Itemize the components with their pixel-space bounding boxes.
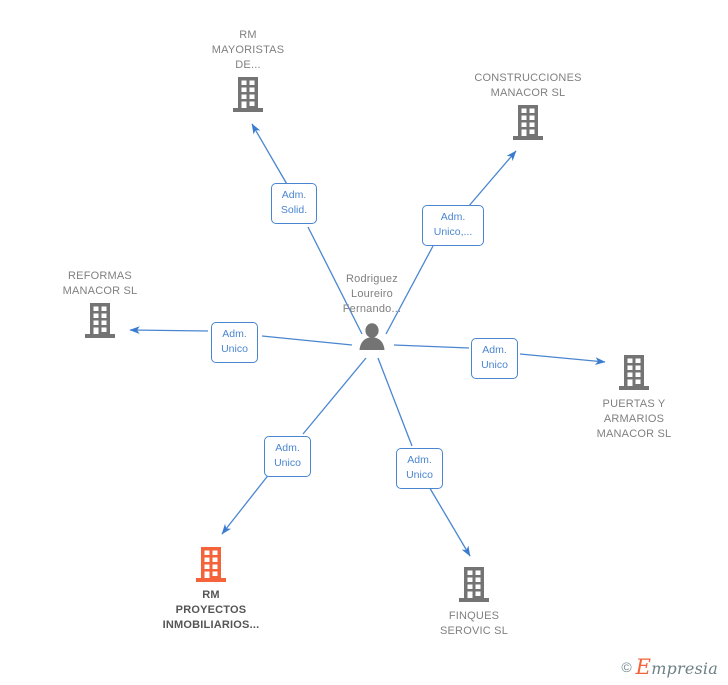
node-label-rm-proyectos-inmobiliarios: RM PROYECTOS INMOBILIARIOS... [162,589,260,631]
building-icon [459,567,489,602]
person-icon [359,323,385,350]
node-rm-mayoristas[interactable]: RM MAYORISTAS DE... [168,28,328,113]
edge-puertas-armarios[interactable] [393,344,606,365]
brand-name: Empresia [636,655,718,679]
edge-label-rm-proyectos[interactable]: Adm. Unico [264,436,311,477]
edge-rm-proyectos[interactable] [221,357,367,535]
building-icon-wrap [554,355,714,391]
building-icon [233,77,263,112]
person-icon-wrap [302,322,442,350]
node-person-center[interactable]: Rodriguez Loureiro Fernando... [302,272,442,350]
node-puertas-armarios-manacor[interactable]: PUERTAS Y ARMARIOS MANACOR SL [554,355,714,442]
node-rm-proyectos-inmobiliarios[interactable]: RM PROYECTOS INMOBILIARIOS... [131,547,291,633]
edge-label-reformas-manacor[interactable]: Adm. Unico [211,322,258,363]
node-label-rm-mayoristas: RM MAYORISTAS DE... [211,29,285,71]
building-icon [196,547,226,582]
edge-label-rm-mayoristas[interactable]: Adm. Solid. [271,183,317,224]
building-icon-wrap [25,303,175,339]
brand-rest: mpresia [651,659,718,678]
node-finques-serovic[interactable]: FINQUES SEROVIC SL [399,567,549,639]
node-reformas-manacor[interactable]: REFORMAS MANACOR SL [25,269,175,339]
building-icon-wrap [399,567,549,603]
edge-label-finques-serovic[interactable]: Adm. Unico [396,448,443,489]
edge-construcciones-manacor[interactable] [385,150,517,335]
node-label-reformas-manacor: REFORMAS MANACOR SL [62,270,138,297]
node-label-finques-serovic: FINQUES SEROVIC SL [439,610,509,637]
copyright-icon: © [621,659,632,675]
building-icon-wrap [438,105,618,141]
building-icon-wrap [168,77,328,113]
node-label-puertas-armarios-manacor: PUERTAS Y ARMARIOS MANACOR SL [596,398,672,440]
building-icon [513,105,543,140]
edge-finques-serovic[interactable] [377,357,471,557]
watermark-empresia: © Empresia [621,655,718,679]
edge-rm-mayoristas[interactable] [251,123,363,335]
node-label-person-center: Rodriguez Loureiro Fernando... [342,273,402,315]
building-icon [85,303,115,338]
edge-label-construcciones-manacor[interactable]: Adm. Unico,... [422,205,484,246]
building-icon-wrap [131,547,291,583]
brand-initial: E [635,655,652,679]
edge-reformas-manacor[interactable] [129,326,353,346]
node-construcciones-manacor[interactable]: CONSTRUCCIONES MANACOR SL [438,71,618,141]
edge-label-puertas-armarios[interactable]: Adm. Unico [471,338,518,379]
node-label-construcciones-manacor: CONSTRUCCIONES MANACOR SL [474,72,582,99]
building-icon [619,355,649,390]
